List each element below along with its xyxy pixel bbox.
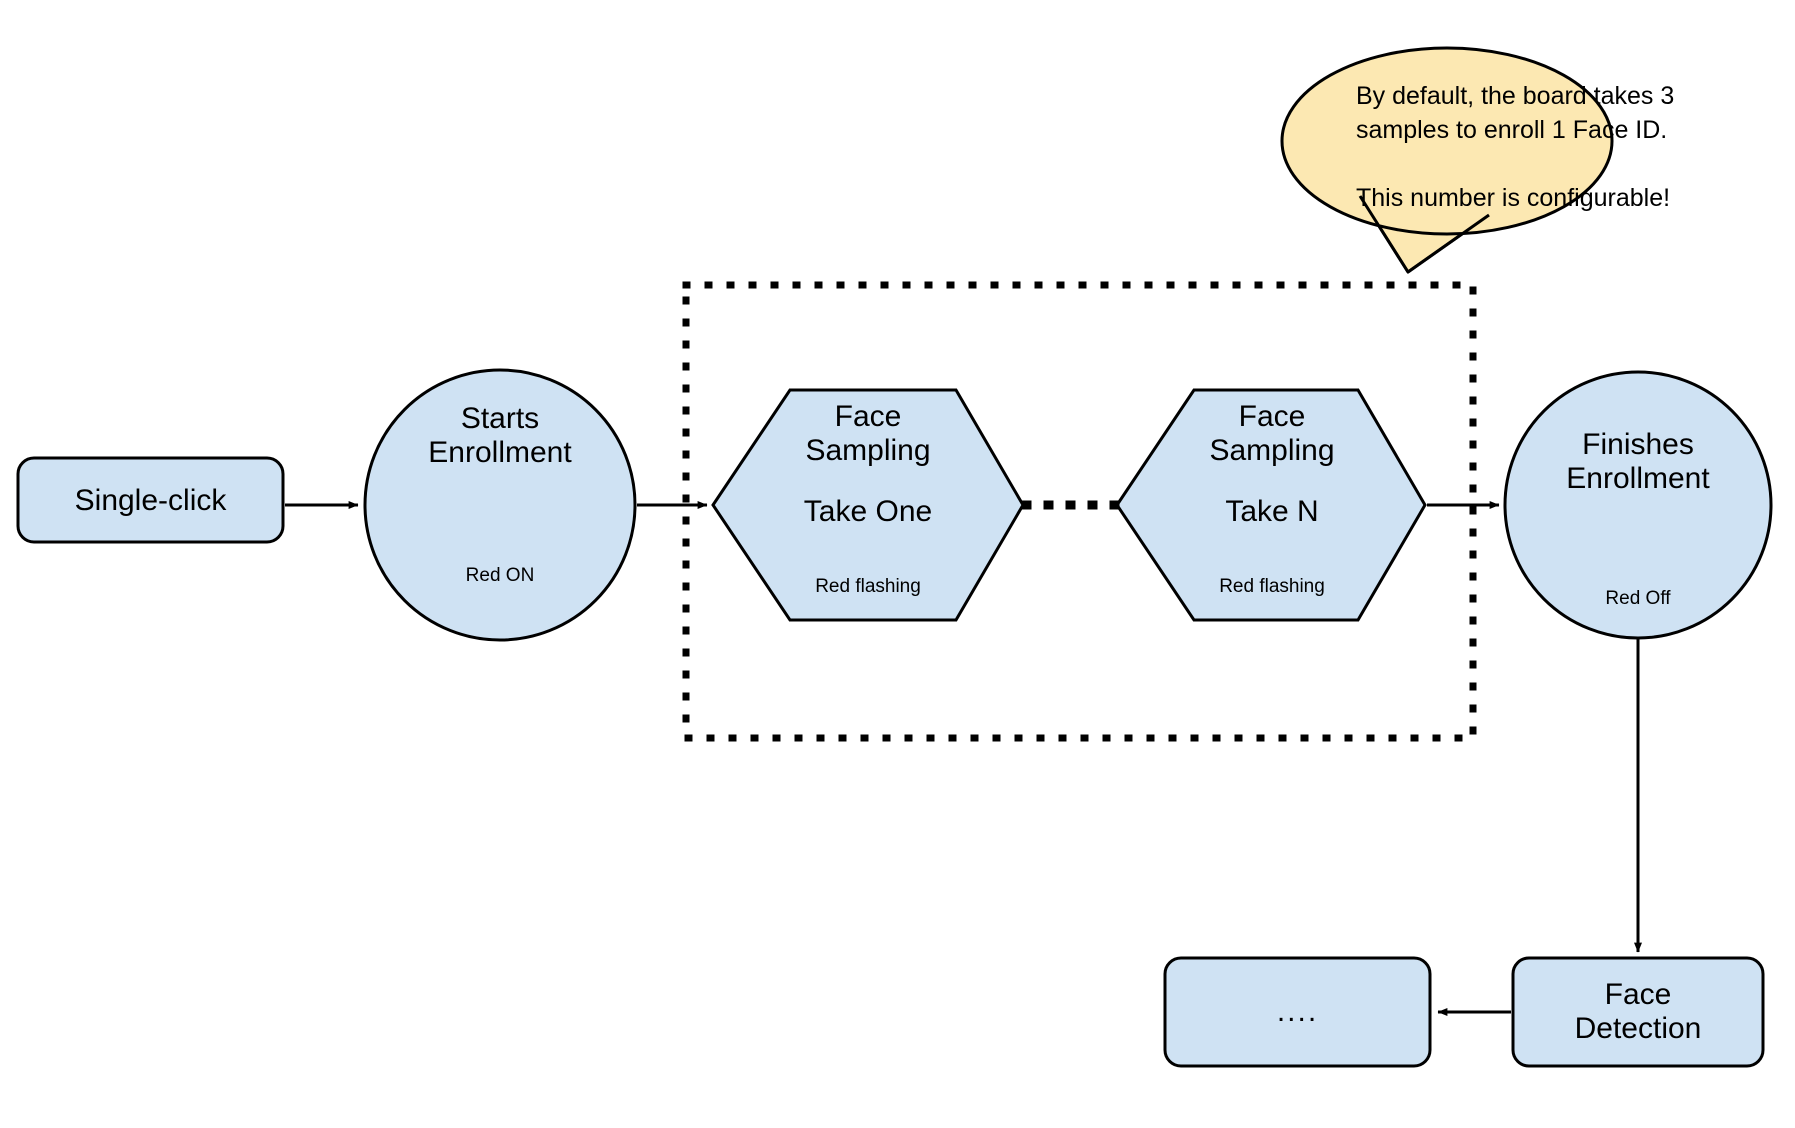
node-ellipsis-shape[interactable]	[1163, 956, 1432, 1068]
node-starts-enrollment-shape[interactable]	[363, 368, 637, 642]
node-single-click-shape[interactable]	[16, 456, 285, 544]
node-finishes-enrollment-shape[interactable]	[1503, 370, 1773, 640]
callout-tail-seam	[1358, 195, 1490, 274]
node-face-sampling-n-shape[interactable]	[1115, 388, 1427, 622]
sampling-group-box	[682, 281, 1477, 742]
node-face-sampling-one-shape[interactable]	[711, 388, 1025, 622]
callout-balloon	[1280, 46, 1614, 236]
node-face-detection-shape[interactable]	[1511, 956, 1765, 1068]
